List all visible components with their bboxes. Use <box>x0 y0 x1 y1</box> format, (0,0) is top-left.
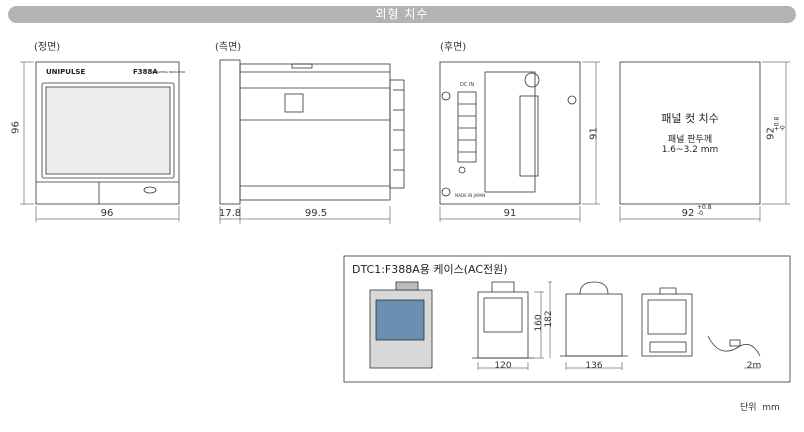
rear-width-dim: 91 <box>503 208 517 219</box>
rear-made-in: MADE IN JAPAN <box>455 193 485 198</box>
case-title: DTC1:F388A용 케이스(AC전원) <box>352 263 508 276</box>
rear-view-label: (후면) <box>440 42 467 53</box>
rear-height-dim: 91 <box>588 127 600 140</box>
panel-height-tolerance: +0.8 -0 <box>773 116 787 132</box>
panel-cut-view <box>619 61 790 222</box>
side-depth-dim: 99.5 <box>304 208 328 219</box>
panel-cut-title: 패널 컷 치수 <box>661 112 719 125</box>
front-view <box>20 61 180 222</box>
rear-view <box>439 61 600 222</box>
case-box <box>343 255 791 383</box>
side-view <box>219 59 405 224</box>
front-brand: UNIPULSE <box>46 68 85 76</box>
side-front-depth-dim: 17.8 <box>218 208 242 219</box>
panel-thickness-label: 패널 판두께 <box>667 135 713 145</box>
front-model: F388A <box>133 68 158 76</box>
case-top-width-dim: 136 <box>585 361 603 371</box>
front-width-dim: 96 <box>100 208 114 219</box>
case-cable-length: 2m <box>746 361 762 371</box>
case-front-width-dim: 120 <box>494 361 512 371</box>
front-model-sub: WEIGHING INDICATOR <box>152 70 185 74</box>
rear-dc-label: DC IN <box>460 82 474 88</box>
side-view-label: (측면) <box>215 42 242 53</box>
panel-thickness-value: 1.6~3.2 mm <box>661 145 719 155</box>
case-total-height-dim: 182 <box>544 310 554 328</box>
panel-width-tolerance: +0.8 -0 <box>697 204 712 217</box>
front-view-label: (정면) <box>34 42 61 53</box>
panel-width-dim: 92 <box>681 208 695 219</box>
unit-note: 단위 mm <box>740 403 780 413</box>
page-title: 외형 치수 <box>8 6 796 23</box>
front-height-dim: 96 <box>10 121 22 134</box>
case-front-height-dim: 160 <box>534 314 544 332</box>
